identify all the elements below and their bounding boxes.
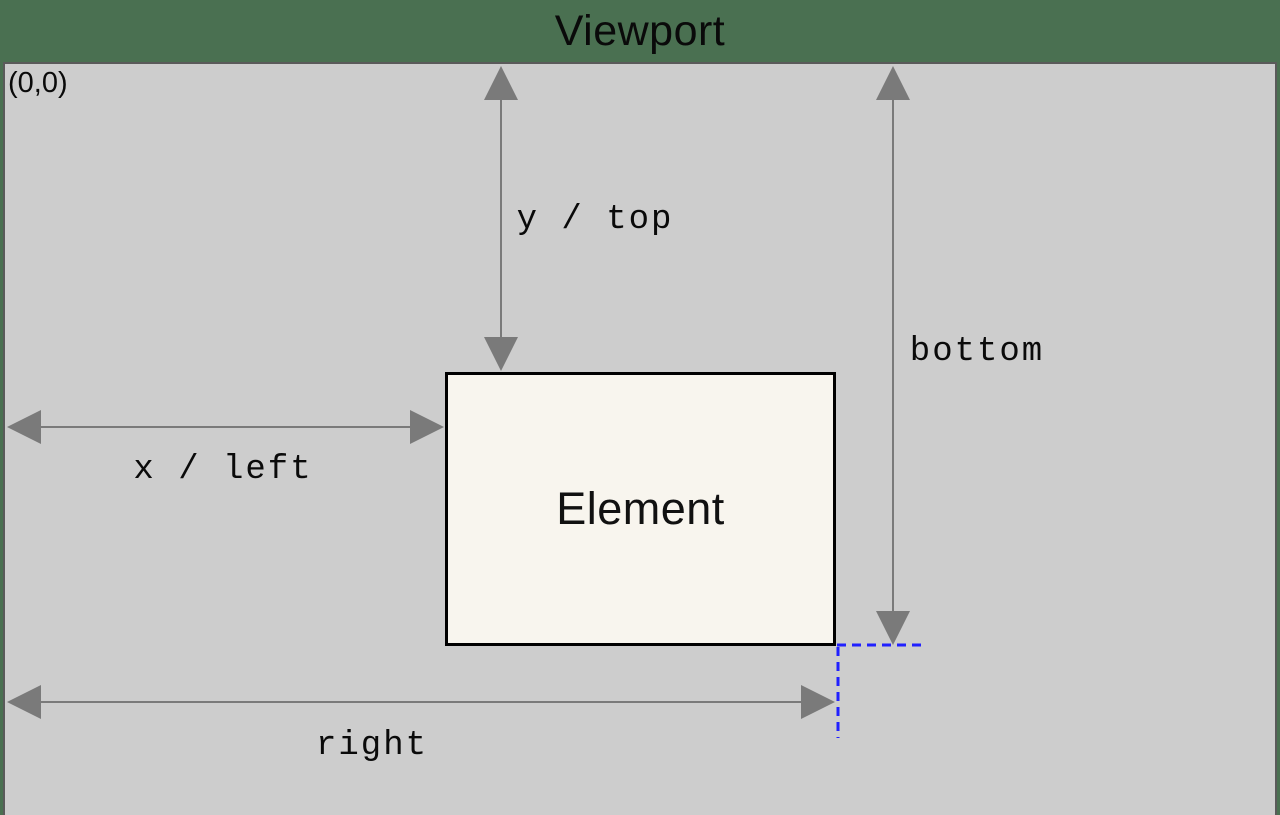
y-top-label: y / top: [516, 201, 674, 239]
element-box: Element: [445, 372, 836, 646]
origin-coordinate-label: (0,0): [8, 67, 68, 99]
element-label: Element: [556, 483, 725, 534]
right-label: right: [315, 727, 429, 765]
title-bar: Viewport: [0, 0, 1280, 62]
x-left-arrow: [7, 410, 444, 444]
x-left-label: x / left: [133, 451, 313, 489]
bottom-arrow: [876, 66, 910, 645]
bottom-label: bottom: [909, 333, 1045, 371]
corner-guide-dashed-lines: [836, 643, 927, 738]
right-arrow: [7, 685, 835, 719]
viewport-title: Viewport: [554, 6, 726, 55]
viewport-area: (0,0): [3, 62, 1277, 815]
y-top-arrow: [484, 66, 518, 371]
